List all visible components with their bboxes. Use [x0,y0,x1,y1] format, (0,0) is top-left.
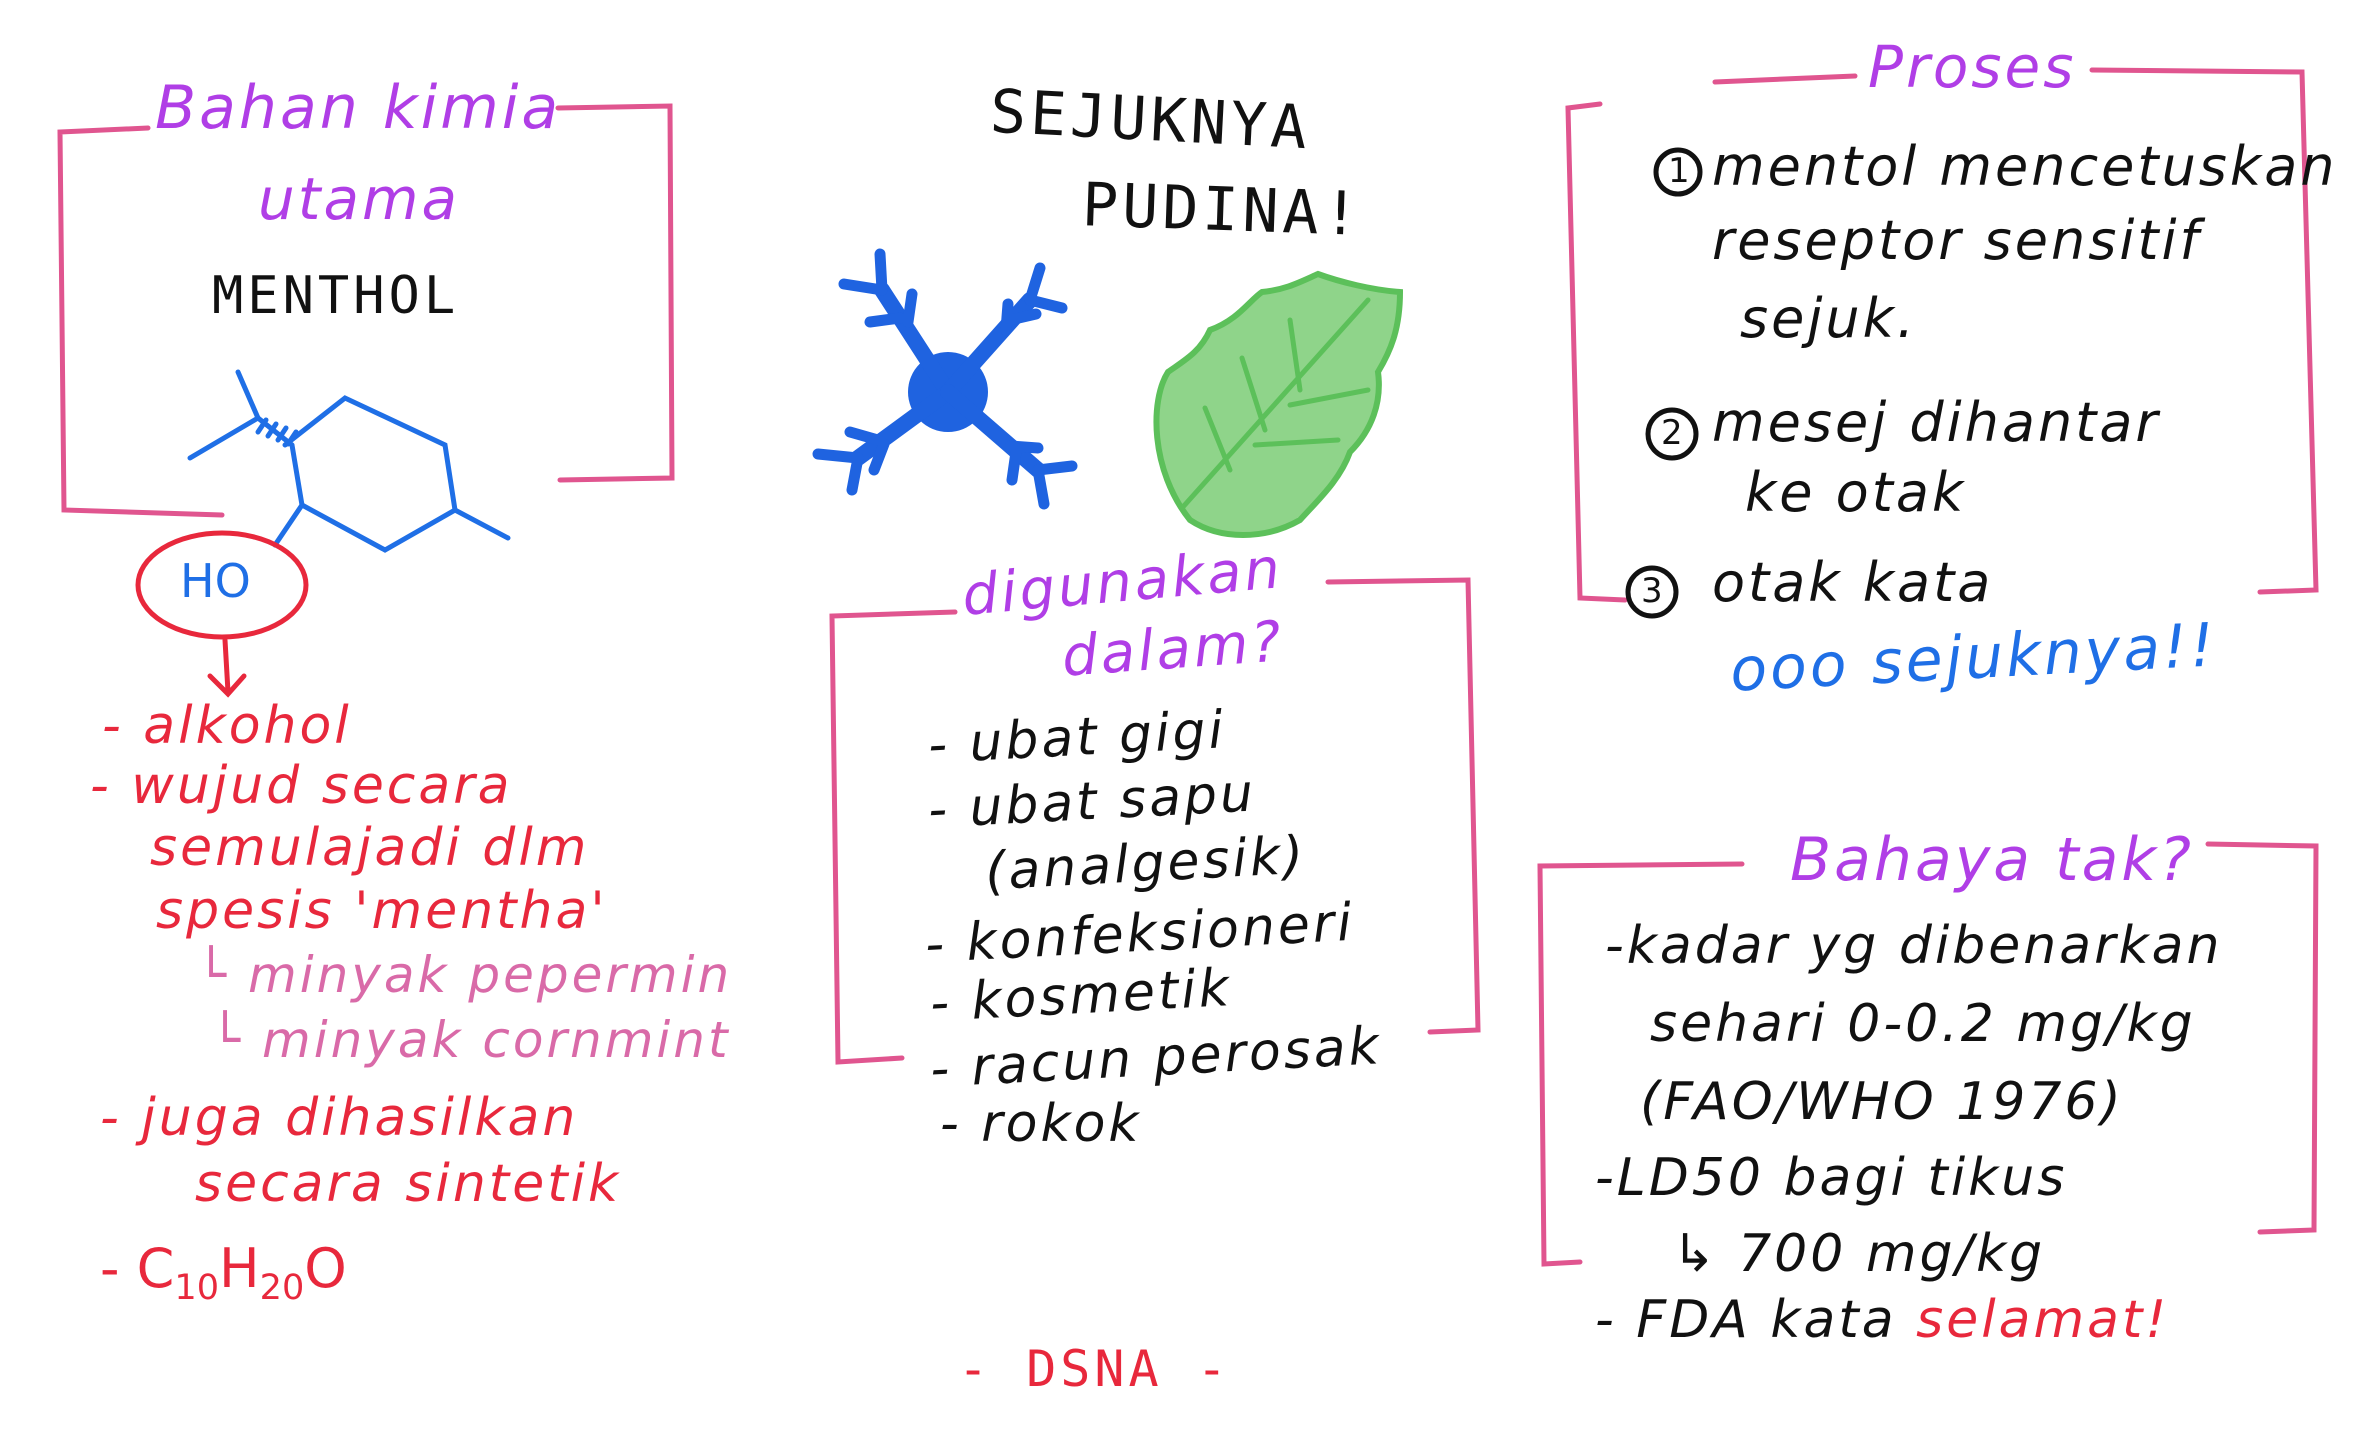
process-heading: Proses [1868,33,2077,101]
danger-line-3: (FAO/WHO 1976) [1640,1072,2124,1132]
menthol-molecule-icon [187,369,511,553]
chemical-box-frame [57,103,675,518]
danger-line-1: -kadar yg dibenarkan [1605,916,2223,976]
step-3-circle [1625,565,1679,619]
danger-line-5: ↳ 700 mg/kg [1672,1224,2046,1284]
uses-box-frame [829,577,1481,1065]
snowflake-icon [812,248,1078,510]
ho-group-label: HO [180,554,251,608]
note-1: - alkohol [102,696,352,756]
step-1-line-2: reseptor sensitif [1712,209,2202,272]
step-2-line-1: mesej dihantar [1712,391,2161,454]
note-2: - wujud secara [90,756,513,816]
note-8: secara sintetik [195,1154,622,1214]
page-title-line1: SEJUKNYA [988,76,1313,164]
step-1-circle [1653,147,1703,197]
formula-c-count: 10 [174,1266,220,1308]
uses-item-1: - ubat gigi [926,700,1228,776]
danger-heading: Bahaya tak? [1790,825,2194,895]
uses-item-5: - kosmetik [928,958,1234,1034]
formula-o: O [304,1237,347,1300]
formula-h: H [219,1237,260,1300]
step-1-line-1: mentol mencetuskan [1712,135,2338,198]
step-3-line-1: otak kata [1712,551,1994,614]
uses-heading-line2: dalam? [1059,609,1286,690]
danger-line-last: - FDA kata selamat! [1595,1294,2169,1346]
note-3: semulajadi dlm [150,818,590,878]
mint-leaf-icon [1153,270,1404,538]
down-arrow [207,637,247,698]
uses-item-7: - rokok [940,1094,1142,1154]
signature: - DSNA - [958,1340,1231,1398]
ho-circle [135,530,309,640]
formula-h-count: 20 [259,1266,305,1308]
molecular-formula: - C10H20O [100,1242,347,1305]
step-2-circle [1645,407,1699,461]
note-4: spesis 'mentha' [156,881,608,941]
chemical-heading-line1: Bahan kimia [155,73,562,143]
note-5: └ minyak pepermin [196,946,733,1004]
danger-fda-prefix: - FDA kata [1595,1290,1897,1350]
note-6: └ minyak cornmint [210,1011,731,1069]
note-7: - juga dihasilkan [100,1088,579,1148]
danger-safe-highlight: selamat! [1916,1290,2170,1350]
step-3-number: 3 [1641,571,1663,611]
uses-item-3: (analgesik) [983,825,1308,903]
danger-line-2: sehari 0-0.2 mg/kg [1650,994,2196,1054]
formula-c: C [136,1237,175,1300]
danger-line-4: -LD50 bagi tikus [1595,1148,2068,1208]
process-box-frame [1565,67,2319,603]
formula-dash: - [100,1237,137,1300]
danger-box-frame [1537,841,2319,1267]
page-title-line2: PUDINA! [1080,170,1365,250]
step-1-number: 1 [1668,151,1690,191]
chemical-name: MENTHOL [212,266,460,326]
step-1-line-3: sejuk. [1740,287,1918,350]
step-2-number: 2 [1661,413,1683,453]
step-2-line-2: ke otak [1745,461,1967,524]
chemical-heading-line2: utama [258,165,461,233]
